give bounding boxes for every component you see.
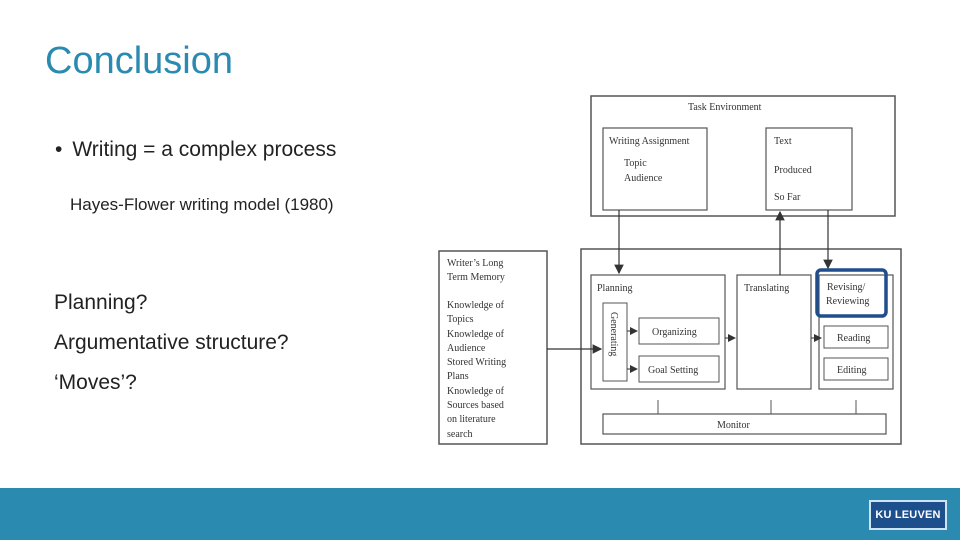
ltm-item: Knowledge of	[447, 329, 505, 340]
revising-label-1: Revising/	[827, 282, 866, 293]
organizing-box	[638, 317, 720, 345]
organizing-label: Organizing	[652, 327, 697, 338]
ltm-item: Topics	[447, 314, 474, 325]
question-planning: Planning?	[54, 291, 148, 314]
ltm-item: search	[447, 429, 473, 440]
ltm-item: Stored Writing	[447, 357, 506, 368]
text-produced-line-2: Produced	[774, 165, 812, 176]
writing-assignment-label: Writing Assignment	[609, 136, 690, 147]
translating-box	[736, 274, 812, 390]
monitor-label: Monitor	[717, 420, 750, 431]
text-produced-box	[765, 127, 853, 211]
ltm-title-1: Writer’s Long	[447, 258, 503, 269]
reading-box	[823, 325, 889, 349]
slide-title: Conclusion	[45, 40, 233, 82]
bullet-text: Writing = a complex process	[72, 138, 337, 161]
audience-label: Audience	[624, 173, 663, 184]
editing-label: Editing	[837, 365, 866, 376]
bullet-point: • Writing = a complex process	[55, 138, 336, 162]
text-produced-line-1: Text	[774, 136, 792, 147]
writing-assignment-box	[602, 127, 708, 211]
long-term-memory-box	[438, 250, 548, 445]
goal-setting-box	[638, 355, 720, 383]
question-moves: ‘Moves’?	[54, 371, 137, 394]
editing-box	[823, 357, 889, 381]
ltm-item: Sources based	[447, 400, 504, 411]
ltm-item: Audience	[447, 343, 486, 354]
ltm-item: Knowledge of	[447, 300, 505, 311]
footer-bar	[0, 488, 960, 540]
translating-label: Translating	[744, 283, 789, 294]
goal-setting-label: Goal Setting	[648, 365, 698, 376]
question-argumentative: Argumentative structure?	[54, 331, 289, 354]
planning-label: Planning	[597, 283, 633, 294]
ltm-item: on literature	[447, 414, 496, 425]
task-environment-label: Task Environment	[688, 102, 762, 113]
bullet-dot: •	[55, 138, 63, 161]
ltm-item: Knowledge of	[447, 386, 505, 397]
revising-label-2: Reviewing	[826, 296, 869, 307]
model-reference: Hayes-Flower writing model (1980)	[70, 195, 334, 214]
monitor-box	[602, 413, 887, 435]
ku-leuven-logo: KU LEUVEN	[869, 500, 947, 530]
reading-label: Reading	[837, 333, 870, 344]
generating-box	[602, 302, 628, 382]
ltm-title-2: Term Memory	[447, 272, 505, 283]
revising-highlight	[815, 268, 888, 318]
text-produced-line-3: So Far	[774, 192, 801, 203]
topic-label: Topic	[624, 158, 647, 169]
ltm-item: Plans	[447, 371, 469, 382]
generating-label: Generating	[608, 312, 619, 356]
